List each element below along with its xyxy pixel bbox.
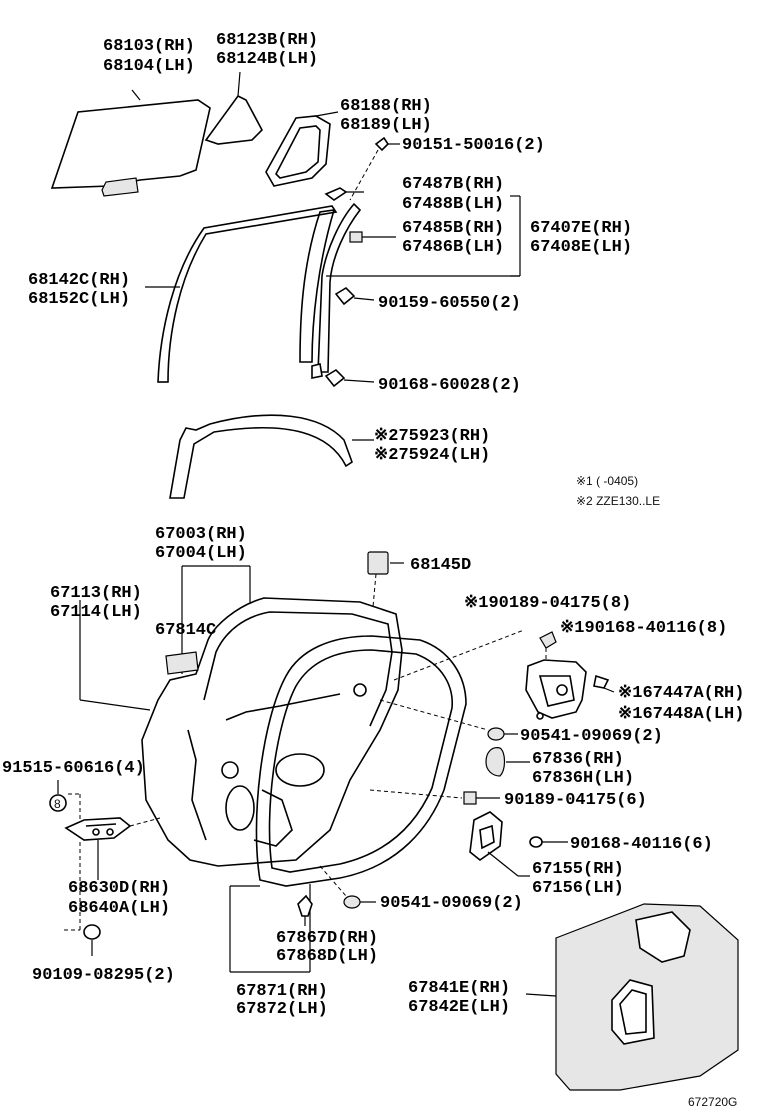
hole-cover-68145d-drawing	[367, 551, 404, 641]
label-67487b-rh: 67487B(RH)	[402, 175, 504, 194]
label-67486b-lh: 67486B(LH)	[402, 238, 504, 257]
label-67841e-rh: 67841E(RH)	[408, 979, 510, 998]
belt-molding-drawing	[169, 414, 374, 499]
label-67814c: 67814C	[155, 621, 216, 640]
regulator-drawing	[393, 629, 615, 720]
label-67155-rh: 67155(RH)	[532, 860, 624, 879]
label-90168-60028: 90168-60028(2)	[378, 376, 521, 395]
clip-67487b-drawing	[324, 187, 364, 201]
quarter-frame-drawing	[265, 111, 339, 187]
label-68630d-rh: 68630D(RH)	[68, 879, 170, 898]
label-67868d-lh: 67868D(LH)	[276, 947, 378, 966]
label-68142c-rh: 68142C(RH)	[28, 271, 130, 290]
hinge-cover-drawing	[485, 747, 530, 777]
label-90168-40116-6: 90168-40116(6)	[570, 835, 713, 854]
label-90189-04175-6: 90189-04175(6)	[504, 791, 647, 810]
label-67448a-lh: ※167448A(LH)	[618, 705, 744, 724]
quarter-glass-drawing	[204, 71, 263, 145]
part-labels: 68103(RH) 68104(LH) 68123B(RH) 68124B(LH…	[2, 31, 744, 1109]
label-67488b-lh: 67488B(LH)	[402, 195, 504, 214]
bolt-90168-60028-drawing	[324, 368, 375, 388]
label-67004-lh: 67004(LH)	[155, 544, 247, 563]
note-1: ※1 ( -0405)	[576, 474, 638, 488]
label-75923-rh: ※275923(RH)	[374, 427, 490, 446]
label-67842e-lh: 67842E(LH)	[408, 998, 510, 1017]
label-67872-lh: 67872(LH)	[236, 1000, 328, 1019]
label-68123b-rh: 68123B(RH)	[216, 31, 318, 50]
label-68104-lh: 68104(LH)	[103, 57, 195, 76]
label-67407e-rh: 67407E(RH)	[530, 219, 632, 238]
door-glass-drawing	[50, 89, 211, 197]
label-91515-60616: 91515-60616(4)	[2, 759, 145, 778]
label-90168-40116-8: ※190168-40116(8)	[560, 619, 727, 638]
label-90189-04175-8: ※190189-04175(8)	[464, 594, 631, 613]
service-cover-drawing	[525, 903, 739, 1091]
label-75924-lh: ※275924(LH)	[374, 446, 490, 465]
clip-90541-upper-drawing	[379, 699, 518, 741]
label-68124b-lh: 68124B(LH)	[216, 50, 318, 69]
note-2: ※2 ZZE130..LE	[576, 494, 660, 508]
door-check-drawing: 8	[49, 780, 161, 956]
label-67871-rh: 67871(RH)	[236, 982, 328, 1001]
label-67003-rh: 67003(RH)	[155, 525, 247, 544]
label-90541-09069-upper: 90541-09069(2)	[520, 727, 663, 746]
weatherstrip-drawing	[229, 635, 467, 973]
hole-cover-67814c-drawing	[165, 651, 199, 675]
door-panel-drawing	[79, 565, 403, 867]
label-68188-rh: 68188(RH)	[340, 97, 432, 116]
label-67447a-rh: ※167447A(RH)	[618, 684, 744, 703]
label-68145d: 68145D	[410, 556, 471, 575]
label-90109-08295: 90109-08295(2)	[32, 966, 175, 985]
label-68152c-lh: 68152C(LH)	[28, 290, 130, 309]
svg-text:8: 8	[54, 797, 61, 811]
seal-67485b-drawing	[349, 231, 396, 243]
diagram-id: 672720G	[688, 1095, 737, 1109]
label-90159-60550: 90159-60550(2)	[378, 294, 521, 313]
bolt-90168-40116-drawing	[529, 836, 568, 848]
label-90151-50016: 90151-50016(2)	[402, 136, 545, 155]
label-68103-rh: 68103(RH)	[103, 37, 195, 56]
clip-90541-lower-drawing	[319, 865, 376, 909]
glass-run-drawing	[145, 205, 338, 383]
label-67836-rh: 67836(RH)	[532, 750, 624, 769]
label-67156-lh: 67156(LH)	[532, 879, 624, 898]
bracket-drawing	[469, 811, 530, 877]
label-67485b-rh: 67485B(RH)	[402, 219, 504, 238]
label-67113-rh: 67113(RH)	[50, 584, 142, 603]
label-67836h-lh: 67836H(LH)	[532, 769, 634, 788]
bolt-90159-drawing	[334, 286, 375, 306]
label-67408e-lh: 67408E(LH)	[530, 238, 632, 257]
label-67867d-rh: 67867D(RH)	[276, 929, 378, 948]
clip-67867d-drawing	[297, 894, 313, 926]
clip-90189-drawing	[369, 789, 500, 805]
label-68640a-lh: 68640A(LH)	[68, 899, 170, 918]
screw-90151-drawing	[349, 136, 400, 201]
label-68189-lh: 68189(LH)	[340, 116, 432, 135]
division-bar-drawing	[299, 195, 521, 379]
label-67114-lh: 67114(LH)	[50, 603, 142, 622]
label-90541-09069-lower: 90541-09069(2)	[380, 894, 523, 913]
